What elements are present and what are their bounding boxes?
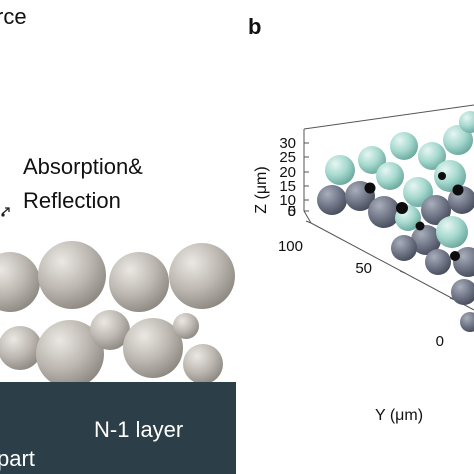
sphere [358,146,386,174]
powder-particles [0,241,235,388]
sphere [368,196,400,228]
particle [169,243,235,309]
particle [173,313,199,339]
axes-box [303,104,474,311]
y-tick-label: 100 [278,238,303,255]
source-label-fragment: rce [0,4,27,29]
particle [0,252,40,312]
z-tick-label: 5 [288,203,296,220]
n-1-layer-block [0,382,236,474]
z-tick-label: 20 [279,164,296,181]
sphere [317,185,347,215]
sphere [411,225,441,255]
particle [183,344,223,384]
reflection-label: Reflection [23,188,121,213]
particle [0,326,42,370]
absorption-label: Absorption& [23,154,143,179]
marker [452,184,464,196]
sphere [434,160,466,192]
sphere [443,125,473,155]
z-axis [304,142,309,212]
z-axis-label: Z (μm) [253,166,270,213]
z-tick-label: 10 [279,192,296,209]
sphere [325,155,355,185]
particle [109,252,169,312]
z-tick-label: 30 [279,135,296,152]
particle [123,318,183,378]
sphere [459,111,474,133]
sphere [425,249,451,275]
sphere [418,142,446,170]
sphere [436,216,468,248]
marker [450,251,460,261]
marker [415,221,425,231]
sphere [451,279,474,305]
particle [38,241,106,309]
z-tick-label: 15 [279,178,296,195]
reflection-arrow-icon [1,207,10,217]
sphere [460,312,474,332]
marker [396,202,408,214]
y-axis-label: Y (μm) [375,407,423,424]
sphere [391,235,417,261]
sphere [376,162,404,190]
z-tick-label: 0 [288,203,296,220]
layer-label: N-1 layer [94,417,183,442]
marker [438,172,446,180]
panel-b: b 30 25 20 15 10 5 0 Z (μm) [248,14,474,424]
sphere [390,132,418,160]
sphere-cloud [317,111,474,332]
y-tick-label: 0 [436,333,444,350]
y-tick-label: 50 [355,260,372,277]
z-tick-label: 25 [279,149,296,166]
sphere [421,195,451,225]
particle [36,320,104,388]
part-label-fragment: part [0,446,35,471]
panel-a: rce Absorption& Reflection N-1 layer par… [0,4,236,474]
panel-b-letter: b [248,14,261,39]
marker [364,182,376,194]
particle [90,310,130,350]
